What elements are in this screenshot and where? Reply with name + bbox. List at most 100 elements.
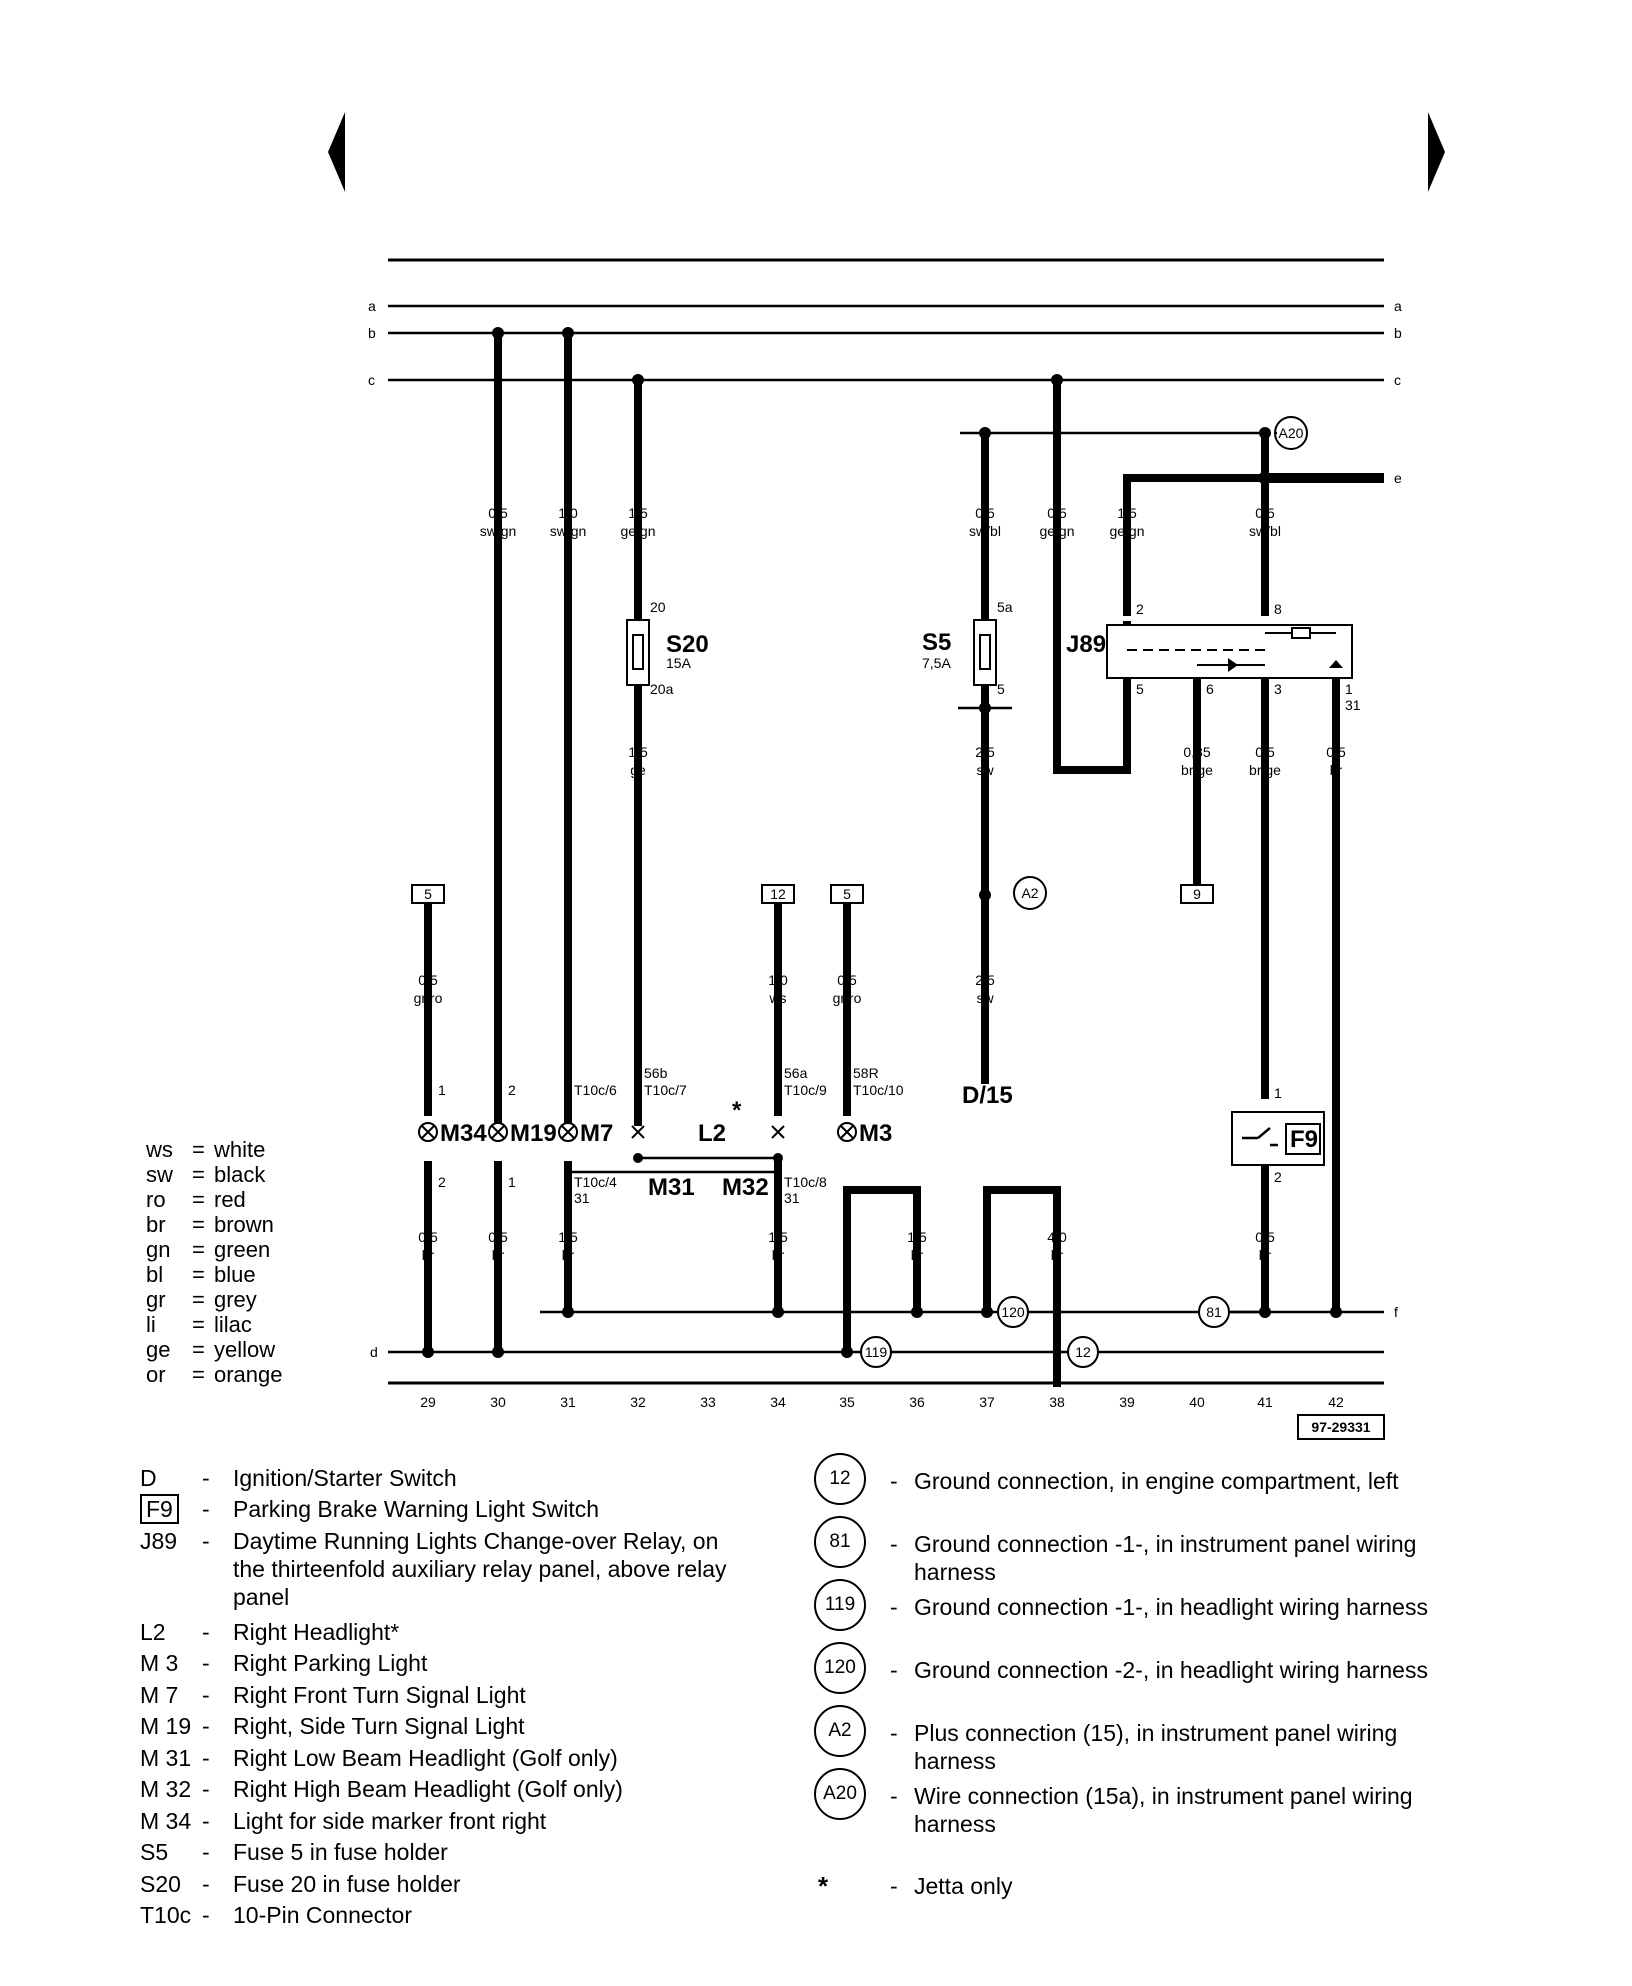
wire-color: br — [1051, 1247, 1064, 1263]
column-number: 32 — [630, 1394, 646, 1410]
color-code: ro — [146, 1187, 166, 1212]
legend-key: S20 — [140, 1871, 181, 1897]
legend-key: D — [140, 1465, 157, 1491]
legend-key: F9 — [140, 1494, 200, 1524]
wire-color: ge/gn — [620, 523, 655, 539]
bus-label-a-right: a — [1394, 298, 1402, 314]
bus-label-e: e — [1394, 470, 1402, 486]
color-legend-row: bl=blue — [146, 1262, 256, 1287]
column-number: 40 — [1189, 1394, 1205, 1410]
wire-size: 0,5 — [418, 1229, 438, 1245]
legend-key: L2 — [140, 1619, 166, 1645]
color-code: gn — [146, 1237, 171, 1262]
wire-size: 0,5 — [975, 505, 995, 521]
bulb-m32-label: M32 — [722, 1174, 769, 1201]
wire-size: 1,0 — [768, 972, 788, 988]
legend-text: Ground connection -2-, in headlight wiri… — [914, 1657, 1428, 1683]
color-code: ws — [146, 1137, 173, 1162]
ground-symbol: A2 — [814, 1705, 866, 1757]
ground-label: A2 — [1021, 885, 1038, 901]
pin-label: 2 — [1274, 1169, 1282, 1185]
pin-label: 31 — [574, 1190, 590, 1206]
ground-symbol: 120 — [814, 1642, 866, 1694]
bulb-m31-label: M31 — [648, 1174, 695, 1201]
pin-label: 20 — [650, 599, 666, 615]
color-legend-row: sw=black — [146, 1162, 266, 1187]
pin-label: T10c/6 — [574, 1082, 617, 1098]
pin-label: 5 — [1136, 681, 1144, 697]
fuse-s20-rating: 15A — [666, 655, 692, 671]
column-number: 36 — [909, 1394, 925, 1410]
switch-f9-label: F9 — [1290, 1126, 1318, 1153]
color-name: orange — [214, 1362, 283, 1387]
headlight-l2-label: L2 — [698, 1120, 726, 1147]
triangle-right-icon[interactable] — [1428, 112, 1445, 192]
legend-text: Right, Side Turn Signal Light — [233, 1713, 525, 1739]
ground-label: 120 — [1001, 1304, 1025, 1320]
wire-size: 0,5 — [1326, 744, 1346, 760]
legend-key: J89 — [140, 1528, 178, 1554]
pin-label: 1 — [438, 1082, 446, 1098]
legend-key: M 3 — [140, 1650, 179, 1676]
color-name: grey — [214, 1287, 257, 1312]
wire-size: 0,5 — [1255, 744, 1275, 760]
legend-text: Plus connection (15), in instrument pane… — [914, 1720, 1398, 1774]
pin-label: 8 — [1274, 601, 1282, 617]
legend-text: Wire connection (15a), in instrument pan… — [914, 1783, 1413, 1837]
ref-boxes: 5 12 5 9 — [411, 884, 1214, 904]
bulb-m3-label: M3 — [859, 1120, 892, 1147]
triangle-left-icon[interactable] — [328, 112, 345, 192]
bus-label-a: a — [368, 298, 376, 314]
fuse-s5-label: S5 — [922, 629, 951, 656]
legend-text: Fuse 20 in fuse holder — [233, 1871, 461, 1897]
color-code: gr — [146, 1287, 166, 1312]
wire-size: 0,5 — [488, 505, 508, 521]
color-legend-row: gr=grey — [146, 1287, 257, 1312]
bulb-m7-label: M7 — [580, 1120, 613, 1147]
junction-dots — [422, 327, 1342, 1358]
legend-key: M 32 — [140, 1776, 192, 1802]
bus-label-c: c — [368, 372, 375, 388]
wire-color: br — [492, 1247, 505, 1263]
wire-size: 0,5 — [1255, 1229, 1275, 1245]
legend-text: Ground connection, in engine compartment… — [914, 1468, 1399, 1494]
wire-size: 1,5 — [558, 1229, 578, 1245]
color-legend-row: ro=red — [146, 1187, 246, 1212]
wire-color: br — [911, 1247, 924, 1263]
pin-label: 2 — [508, 1082, 516, 1098]
asterisk-symbol: * — [818, 1871, 829, 1901]
bus-label-d: d — [370, 1344, 378, 1360]
wire-color: ge/gn — [1039, 523, 1074, 539]
wire-color: gr/ro — [414, 990, 443, 1006]
ref-box-label: 9 — [1193, 886, 1201, 902]
legend-text: Right Low Beam Headlight (Golf only) — [233, 1745, 618, 1771]
pin-label: T10c/8 — [784, 1174, 827, 1190]
color-name: white — [214, 1137, 266, 1162]
bulbs: M34 M19 M7 M3 L2 * M31 M32 D/15 — [418, 1082, 1013, 1201]
pin-label: 2 — [1136, 601, 1144, 617]
bus-label-b-right: b — [1394, 325, 1402, 341]
pin-label: 56b — [644, 1065, 668, 1081]
pin-label: 1 — [508, 1174, 516, 1190]
wire-color: sw/gn — [550, 523, 587, 539]
column-number: 31 — [560, 1394, 576, 1410]
relay-j89-label: J89 — [1066, 631, 1106, 658]
legend-key: S5 — [140, 1839, 169, 1865]
legend-key: M 7 — [140, 1682, 179, 1708]
wire-size: 1,5 — [768, 1229, 788, 1245]
wire-size: 0,35 — [1183, 744, 1210, 760]
ground-label: A20 — [1279, 425, 1304, 441]
legend-text: Light for side marker front right — [233, 1808, 547, 1834]
bus-lines — [388, 304, 1384, 1385]
wire-size: 1,5 — [628, 744, 648, 760]
wire-labels: 0,5 sw/gn 1,0 sw/gn 1,5 ge/gn 0,5 sw/bl … — [414, 505, 1346, 1263]
color-legend-row: or=orange — [146, 1362, 283, 1387]
bus-label-b: b — [368, 325, 376, 341]
pin-label: 1 — [1345, 681, 1353, 697]
bus-label-c-right: c — [1394, 372, 1401, 388]
color-name: lilac — [214, 1312, 252, 1337]
color-code: ge — [146, 1337, 171, 1362]
wire-color: gr/ro — [833, 990, 862, 1006]
pin-label: T10c/10 — [853, 1082, 904, 1098]
wire-color: sw/bl — [969, 523, 1001, 539]
